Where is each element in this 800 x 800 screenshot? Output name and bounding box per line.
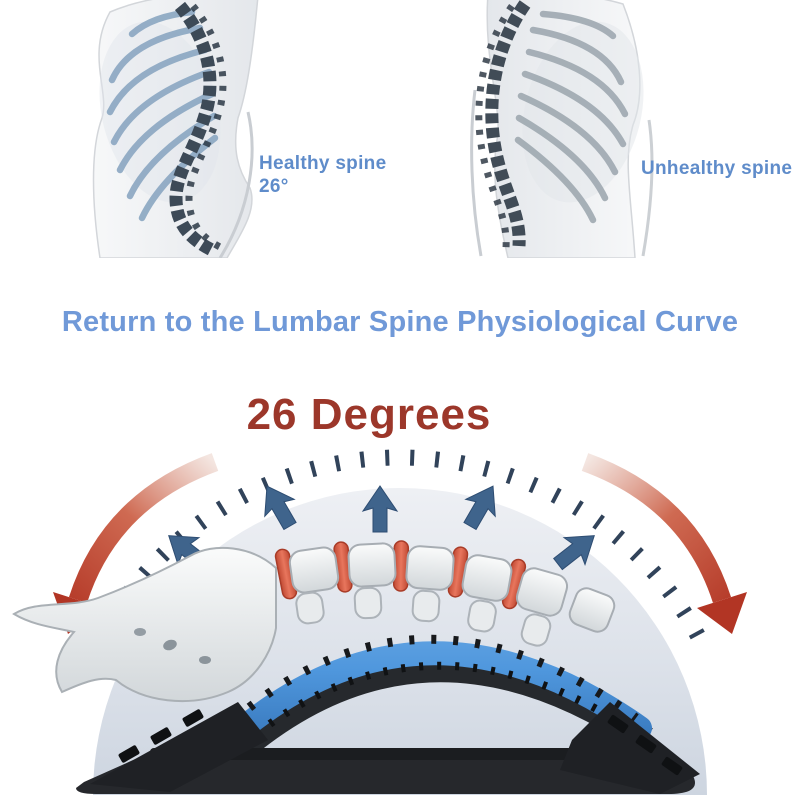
healthy-spine-curve [169, 1, 217, 256]
unhealthy-spinous-processes [475, 4, 515, 249]
spinous-processes [295, 586, 552, 647]
healthy-spine-label-text: Healthy spine [259, 153, 387, 174]
arch-blue-band [210, 641, 652, 758]
back-contour-line [218, 111, 254, 258]
healthy-spine-label: Healthy spine 26° [259, 152, 386, 198]
base-front-edge [150, 748, 640, 760]
vertebral-bodies [288, 542, 616, 633]
healthy-spinous-processes [185, 3, 227, 252]
page-title: Return to the Lumbar Spine Physiological… [61, 306, 739, 338]
degrees-subtitle: 26 Degrees [246, 390, 492, 439]
sacral-foramen [134, 628, 146, 636]
front-contour-line [641, 119, 654, 257]
left-ratchet-wedge [90, 702, 268, 792]
lumbar-spine-illustration [12, 540, 616, 702]
arch-studs-top-row [212, 634, 639, 740]
sacral-foramen [199, 656, 211, 664]
unhealthy-spine-label-text: Unhealthy spine [641, 158, 793, 179]
unhealthy-spine-curve [485, 0, 531, 247]
unhealthy-torso-figure [470, 0, 654, 258]
healthy-torso-figure [92, 0, 259, 258]
therapy-angle-illustration [12, 449, 747, 795]
rotation-arrow-right-icon [581, 453, 747, 634]
right-ratchet-wedge [560, 702, 700, 794]
healthy-spine-angle: 26° [259, 176, 289, 197]
ribs-unhealthy [514, 10, 629, 224]
sacral-foramen [163, 639, 177, 651]
back-contour-line [470, 89, 483, 257]
sacrum [12, 546, 277, 702]
unhealthy-spine-label: Unhealthy spine [641, 157, 792, 180]
back-stretcher-device [76, 634, 700, 794]
